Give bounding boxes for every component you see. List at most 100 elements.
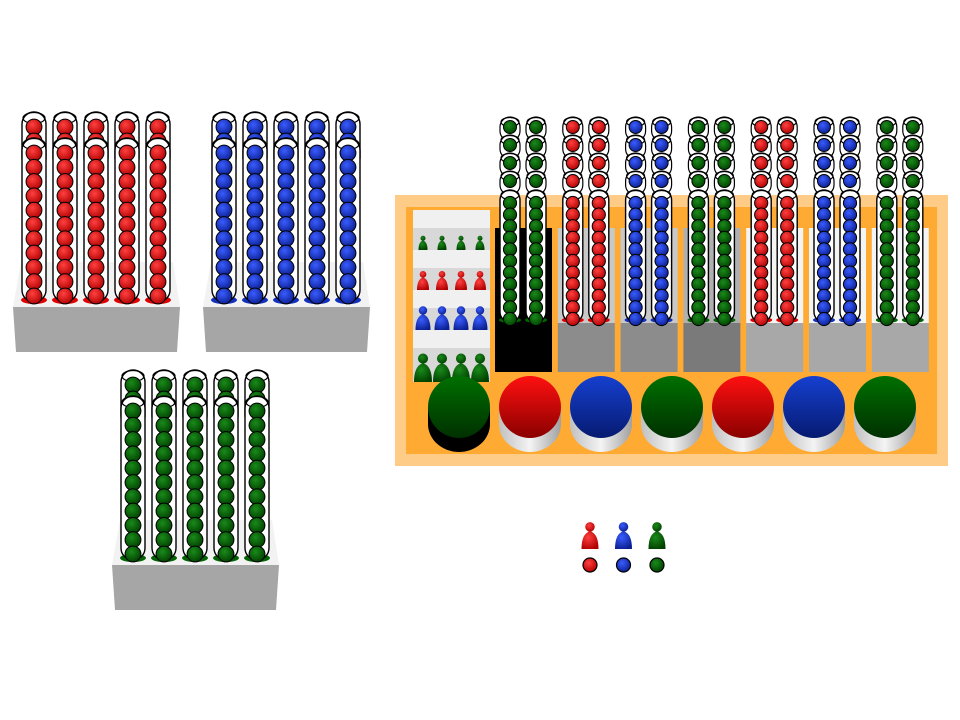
red-ball: [780, 174, 795, 188]
blue-ball: [246, 230, 264, 248]
red-ball: [149, 187, 167, 205]
pawn-head: [455, 353, 467, 364]
tray-column-red: [557, 116, 615, 372]
blue-pawn-icon: [434, 306, 450, 330]
red-ball: [565, 311, 580, 327]
tube-stack: [499, 116, 521, 327]
blue-ball: [843, 138, 857, 152]
step-top: [413, 250, 490, 268]
green-ball: [155, 431, 173, 449]
red-ball: [25, 158, 43, 176]
tube: [813, 189, 835, 327]
green-pawn-icon: [456, 235, 466, 250]
blue-ball: [628, 120, 643, 134]
storage-block-blue: [203, 111, 370, 352]
storage-block-red: [13, 111, 180, 352]
green-ball: [186, 545, 204, 563]
blue-ball: [817, 138, 831, 152]
pawn-body: [418, 240, 428, 250]
tube: [713, 189, 736, 327]
green-ball: [155, 474, 173, 491]
green-ball: [717, 120, 732, 134]
red-ball: [25, 273, 43, 291]
blue-ball: [215, 187, 233, 205]
green-ball: [503, 120, 517, 134]
step-top: [413, 330, 490, 348]
red-ball: [149, 216, 167, 233]
green-ball: [155, 376, 173, 394]
blue-ball: [277, 244, 295, 262]
green-ball: [248, 416, 266, 434]
red-ball: [56, 201, 74, 219]
blue-ball: [308, 118, 326, 136]
blue-ball: [654, 120, 669, 134]
pawn-body: [581, 531, 599, 549]
red-pawn-icon: [581, 522, 599, 549]
green-disc: [428, 376, 490, 452]
tube: [182, 395, 208, 563]
red-ball: [25, 258, 43, 276]
red-ball: [149, 244, 167, 262]
blue-ball: [628, 156, 643, 170]
blue-ball: [246, 258, 264, 276]
red-ball: [591, 311, 606, 327]
green-pawn-icon: [418, 235, 428, 250]
red-ball: [25, 230, 43, 248]
blue-ball: [339, 187, 357, 205]
green-ball: [217, 531, 235, 549]
blue-ball: [339, 287, 357, 305]
green-ball: [217, 445, 235, 463]
pawn-head: [477, 235, 483, 241]
red-ball: [56, 230, 74, 248]
tube-stack: [624, 116, 647, 327]
column-base-front: [557, 323, 615, 372]
disc-top: [641, 376, 703, 438]
disc-top: [499, 376, 561, 438]
green-ball: [248, 488, 266, 506]
green-ball: [248, 502, 266, 520]
tube: [52, 137, 78, 305]
pawn-body: [474, 277, 486, 290]
blue-disc: [783, 376, 845, 452]
red-ball: [754, 138, 769, 152]
tube-stack: [561, 116, 584, 327]
green-ball: [155, 545, 173, 563]
red-ball: [25, 118, 43, 136]
green-ball: [905, 174, 920, 188]
red-pawn-icon: [474, 271, 486, 290]
disc-top: [570, 376, 632, 438]
red-ball: [87, 201, 105, 219]
blue-ball: [246, 201, 264, 219]
tube-stack: [750, 116, 773, 327]
pawn-head: [417, 353, 429, 364]
red-ball: [118, 244, 136, 262]
pawn-body: [433, 363, 451, 382]
tube-stack: [713, 116, 736, 327]
green-ball: [124, 376, 142, 394]
blue-ball: [816, 311, 832, 327]
tube-stack: [525, 116, 547, 327]
red-ball: [149, 144, 167, 162]
green-ball: [155, 488, 173, 506]
red-ball: [591, 156, 606, 170]
red-disc: [712, 376, 774, 452]
green-ball: [528, 311, 544, 327]
red-ball: [149, 173, 167, 191]
green-ball: [248, 459, 266, 477]
pawn-head: [438, 271, 446, 278]
blue-ball: [215, 173, 233, 191]
green-ball: [124, 416, 142, 434]
blue-ball: [339, 144, 357, 162]
blue-ball: [817, 120, 831, 134]
green-ball: [217, 545, 235, 563]
disc-top: [783, 376, 845, 438]
red-ball: [118, 173, 136, 191]
green-ball: [217, 431, 235, 449]
red-ball: [149, 273, 167, 291]
green-ball: [124, 474, 142, 491]
block-front-face: [112, 565, 279, 610]
green-ball: [186, 459, 204, 477]
green-disc: [854, 376, 916, 452]
blue-ball: [215, 258, 233, 276]
red-ball: [149, 258, 167, 276]
